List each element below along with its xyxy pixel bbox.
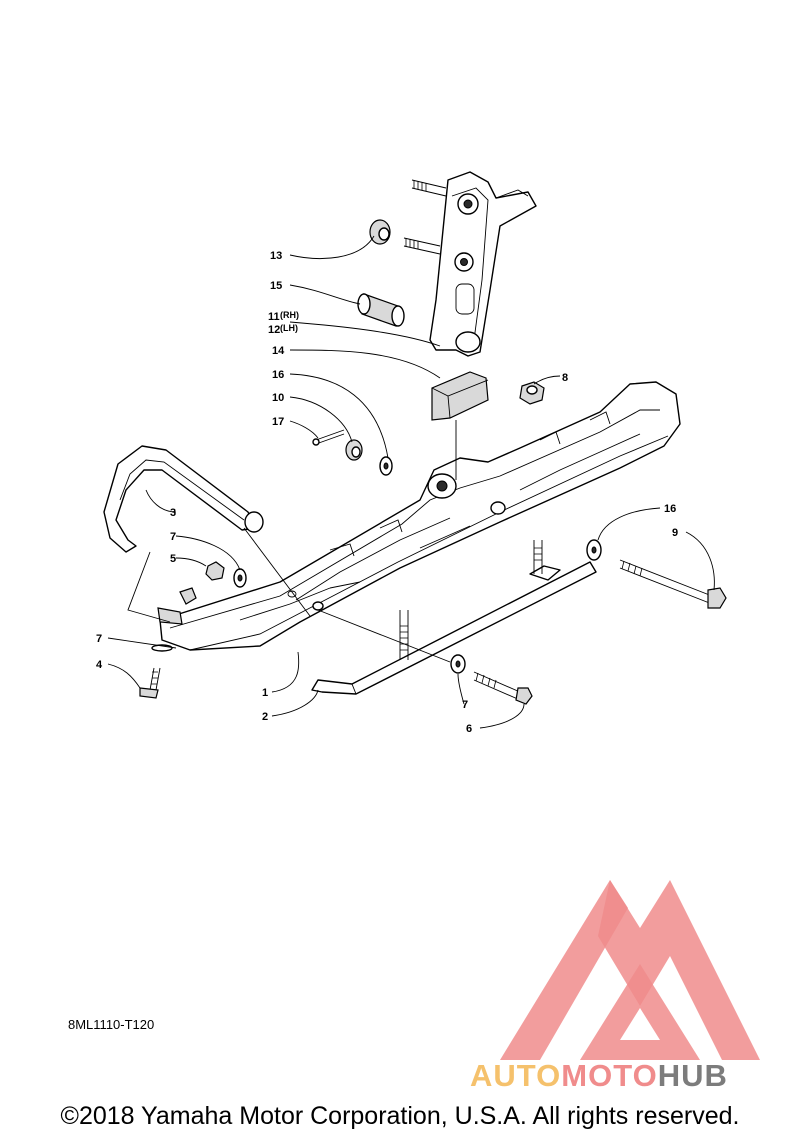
- bolt-part-6: [450, 654, 533, 705]
- callout-16-lower: 16: [664, 503, 676, 515]
- assembly-lines: [127, 420, 457, 663]
- callout-11-side: (RH): [280, 310, 299, 320]
- callout-14: 14: [272, 345, 285, 357]
- carbide-runner-part-2: [311, 540, 597, 695]
- callout-15: 15: [270, 280, 282, 292]
- callout-17: 17: [272, 416, 284, 428]
- automotohub-wordmark: AUTOMOTOHUB: [470, 1058, 728, 1094]
- washer-part-16-upper: [379, 456, 393, 476]
- automotohub-logo: [500, 880, 760, 1060]
- copyright-notice: ©2018 Yamaha Motor Corporation, U.S.A. A…: [60, 1102, 740, 1130]
- callout-4: 4: [96, 659, 103, 671]
- callout-12: 12: [268, 324, 280, 336]
- callout-9: 9: [672, 527, 678, 539]
- callout-6: 6: [466, 723, 472, 735]
- cotter-pin-part-17: [312, 429, 345, 446]
- bushing-part-15: [357, 293, 405, 327]
- callout-12-side: (LH): [280, 323, 298, 333]
- washer-part-10: [345, 439, 363, 461]
- bolt-part-9: [586, 539, 727, 609]
- callout-7-left: 7: [170, 531, 176, 543]
- spindle-part: [403, 171, 537, 357]
- leader-lines: [107, 235, 715, 729]
- screw-part-4: [139, 644, 173, 699]
- lock-nut-part-8: [519, 381, 545, 405]
- callout-5: 5: [170, 553, 176, 565]
- callout-7-bottom-left: 7: [96, 633, 102, 645]
- wordmark-hub: HUB: [657, 1058, 728, 1093]
- callout-3: 3: [170, 507, 176, 519]
- nut-part-13: [369, 219, 391, 245]
- callouts: 13 15 11 (RH) 12 (LH) 14 16 10 17 8 16 9…: [96, 250, 678, 735]
- ski-part-1: [159, 381, 681, 651]
- wordmark-moto: MOTO: [561, 1058, 658, 1093]
- callout-13: 13: [270, 250, 282, 262]
- callout-16-upper: 16: [272, 369, 284, 381]
- diagram-code: 8ML1110-T120: [68, 1017, 155, 1032]
- callout-11: 11: [268, 311, 280, 323]
- ski-handle-part-3: [103, 445, 264, 553]
- wordmark-auto: AUTO: [470, 1058, 562, 1093]
- callout-1: 1: [262, 687, 268, 699]
- nut-part-5: [205, 561, 247, 588]
- ski-pad-part-14: [431, 371, 489, 421]
- callout-7-right: 7: [462, 699, 468, 711]
- callout-2: 2: [262, 711, 268, 723]
- callout-8: 8: [562, 372, 568, 384]
- callout-10: 10: [272, 392, 284, 404]
